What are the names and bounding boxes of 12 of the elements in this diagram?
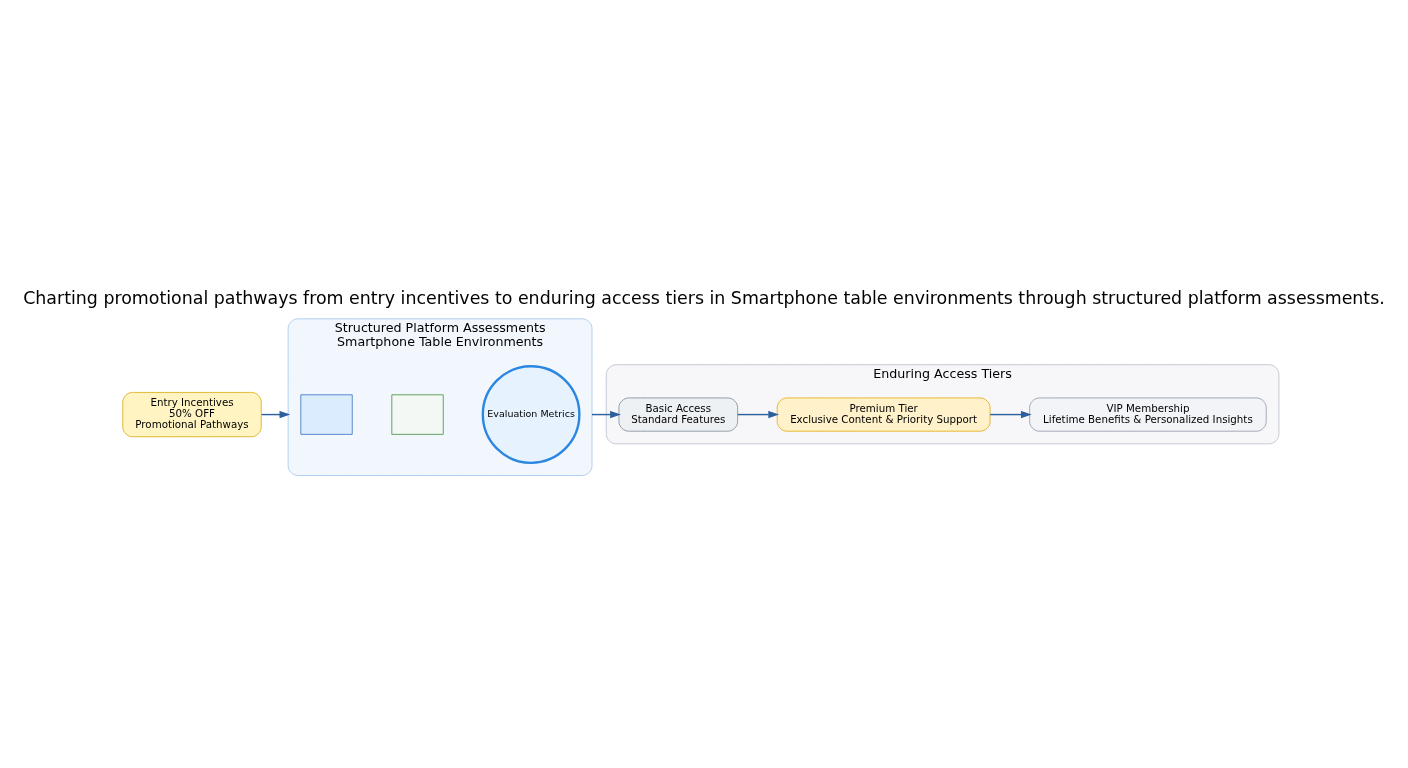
arrow (737, 410, 780, 418)
node-circle: Evaluation Metrics (481, 364, 581, 464)
diagram-title: Charting promotional pathways from entry incentives to enduring access tiers in Smartphone table environments through structured platform assessments. (23, 287, 1385, 308)
node-box (391, 393, 444, 435)
node-box (300, 393, 353, 435)
node-box: Basic Access Standard Features (618, 397, 739, 432)
node-box: Entry Incentives 50% OFF Promotional Pathways (122, 391, 262, 437)
node-box: VIP Membership Lifetime Benefits & Personalized Insights (1029, 397, 1267, 432)
arrow (591, 410, 621, 418)
arrow (989, 410, 1032, 418)
arrow (260, 410, 291, 418)
node-box: Premium Tier Exclusive Content & Priority Support (776, 397, 991, 432)
